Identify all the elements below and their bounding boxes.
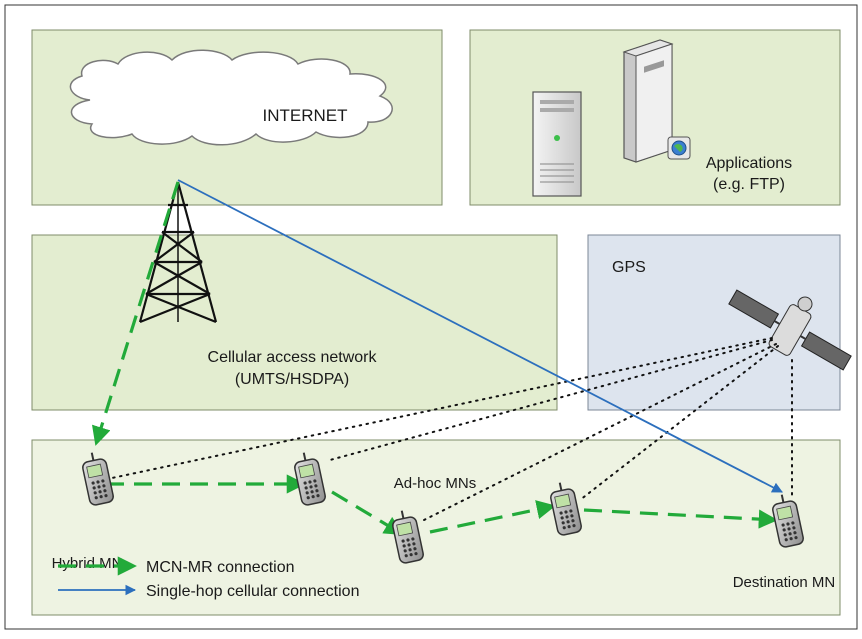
applications-label-line1: Applications xyxy=(706,155,792,172)
cell-tower-icon xyxy=(138,181,218,324)
internet-cloud-icon xyxy=(69,49,393,146)
applications-label-line2: (e.g. FTP) xyxy=(713,176,785,193)
web-server-icon xyxy=(622,39,691,163)
legend-mcn-mr-label: MCN-MR connection xyxy=(146,559,294,576)
server-tower-icon xyxy=(532,91,582,197)
cellular-label-line2: (UMTS/HSDPA) xyxy=(235,371,349,388)
mcn-mr-path xyxy=(91,181,778,536)
single-hop-cellular-link xyxy=(177,179,783,493)
destination-mn-label: Destination MN xyxy=(733,574,836,591)
satellite-icon xyxy=(728,289,852,371)
gps-dotted-links xyxy=(111,337,793,523)
cellular-panel xyxy=(31,234,558,411)
hybrid-mn-label: Hybrid MN xyxy=(52,555,123,572)
gps-label: GPS xyxy=(612,259,646,276)
legend-cellular-label: Single-hop cellular connection xyxy=(146,583,359,600)
adhoc-mns-label: Ad-hoc MNs xyxy=(394,475,477,492)
internet-label: INTERNET xyxy=(263,106,348,125)
legend: MCN-MR connection Single-hop cellular co… xyxy=(58,556,359,600)
adhoc-panel xyxy=(31,439,841,616)
cellular-label-line1: Cellular access network xyxy=(208,349,378,366)
